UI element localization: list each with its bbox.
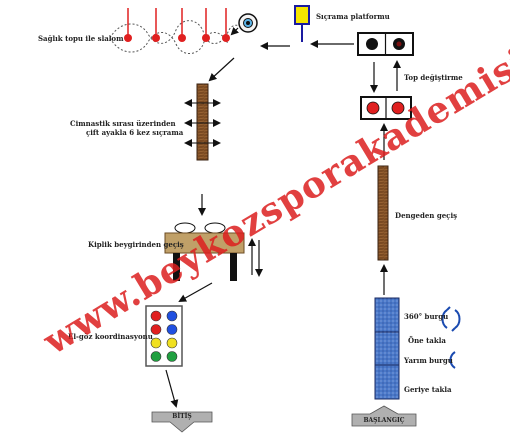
hand-eye-board	[145, 305, 183, 367]
half-spin-arrow-icon	[449, 351, 456, 369]
slalom-label: Sağlık topu ile slalom	[38, 34, 124, 43]
spin-arrow-icon	[441, 306, 461, 332]
ball-swap-top	[357, 32, 414, 56]
coordination-dot	[166, 351, 178, 362]
balance-beam	[377, 165, 389, 261]
coordination-dot	[166, 337, 178, 349]
balance-label: Dengeden geçiş	[395, 211, 458, 220]
jump-platform-label: Sıçrama platformu	[316, 12, 390, 21]
start-arrow	[351, 405, 417, 427]
half-spin-label: Yarım burgu	[404, 356, 453, 365]
spin360-label: 360° burgu	[404, 312, 449, 321]
ball-swap-bottom	[360, 96, 412, 120]
coordination-dot	[150, 324, 162, 335]
ball-icon	[238, 13, 258, 33]
hand-eye-label: El-göz koordinasyonu	[68, 332, 153, 341]
backward-roll-label: Geriye takla	[404, 385, 452, 394]
coordination-dot	[150, 337, 162, 349]
forward-roll-label: Öne takla	[408, 336, 446, 345]
bench-label-2: çift ayakla 6 kez sıçrama	[86, 128, 184, 137]
vault-label: Kiplik beygirinden geçiş	[88, 240, 184, 249]
ball-swap-label: Top değiştirme	[404, 73, 463, 82]
floor-mats	[374, 297, 400, 400]
coordination-dot	[150, 310, 162, 322]
coordination-dot	[166, 324, 178, 335]
bench-label-1: Cimnastik sırası üzerinden	[70, 119, 176, 128]
slalom-poles	[124, 8, 230, 42]
finish-arrow	[151, 411, 213, 433]
slalom-station	[109, 8, 258, 54]
coordination-dot	[166, 310, 178, 322]
jump-platform	[294, 5, 310, 42]
start-label: BAŞLANGIÇ	[363, 417, 405, 424]
coordination-dot	[150, 351, 162, 362]
vaulting-box	[164, 222, 263, 281]
gymnastics-bench	[184, 83, 221, 161]
finish-label: BİTİŞ	[172, 413, 192, 420]
